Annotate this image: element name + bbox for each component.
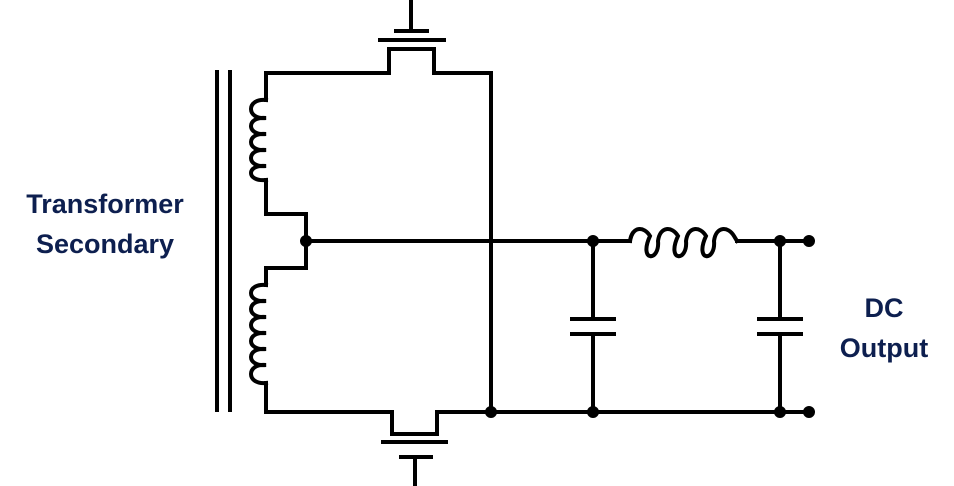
- transformer-lower-winding: [249, 282, 269, 414]
- bottom-mosfet: [264, 410, 448, 486]
- junction-dot-bottom-bus: [485, 406, 497, 418]
- top-mosfet: [264, 0, 493, 75]
- transformer-upper-winding: [249, 71, 308, 287]
- transformer-label-line-2: Secondary: [35, 229, 175, 259]
- dc-label-line-1: DC: [864, 293, 904, 323]
- transformer-label-line-1: Transformer: [26, 189, 184, 219]
- transformer-core: [215, 70, 232, 412]
- filter-inductor: [627, 227, 740, 259]
- junction-dot-cap1-top: [587, 235, 599, 247]
- junction-dot-center-tap: [300, 235, 312, 247]
- output-capacitor-2: [757, 239, 803, 414]
- output-terminal-positive: [803, 235, 815, 247]
- filter-capacitor-1: [570, 239, 616, 414]
- junction-dot-cap2-bottom: [774, 406, 786, 418]
- transformer-secondary-label: Transformer Secondary: [10, 184, 200, 264]
- junction-dot-cap2-top: [774, 235, 786, 247]
- output-wiring: [304, 71, 808, 414]
- output-terminal-negative: [803, 406, 815, 418]
- dc-output-label: DC Output: [826, 288, 942, 368]
- junction-dot-cap1-bottom: [587, 406, 599, 418]
- dc-label-line-2: Output: [839, 333, 929, 363]
